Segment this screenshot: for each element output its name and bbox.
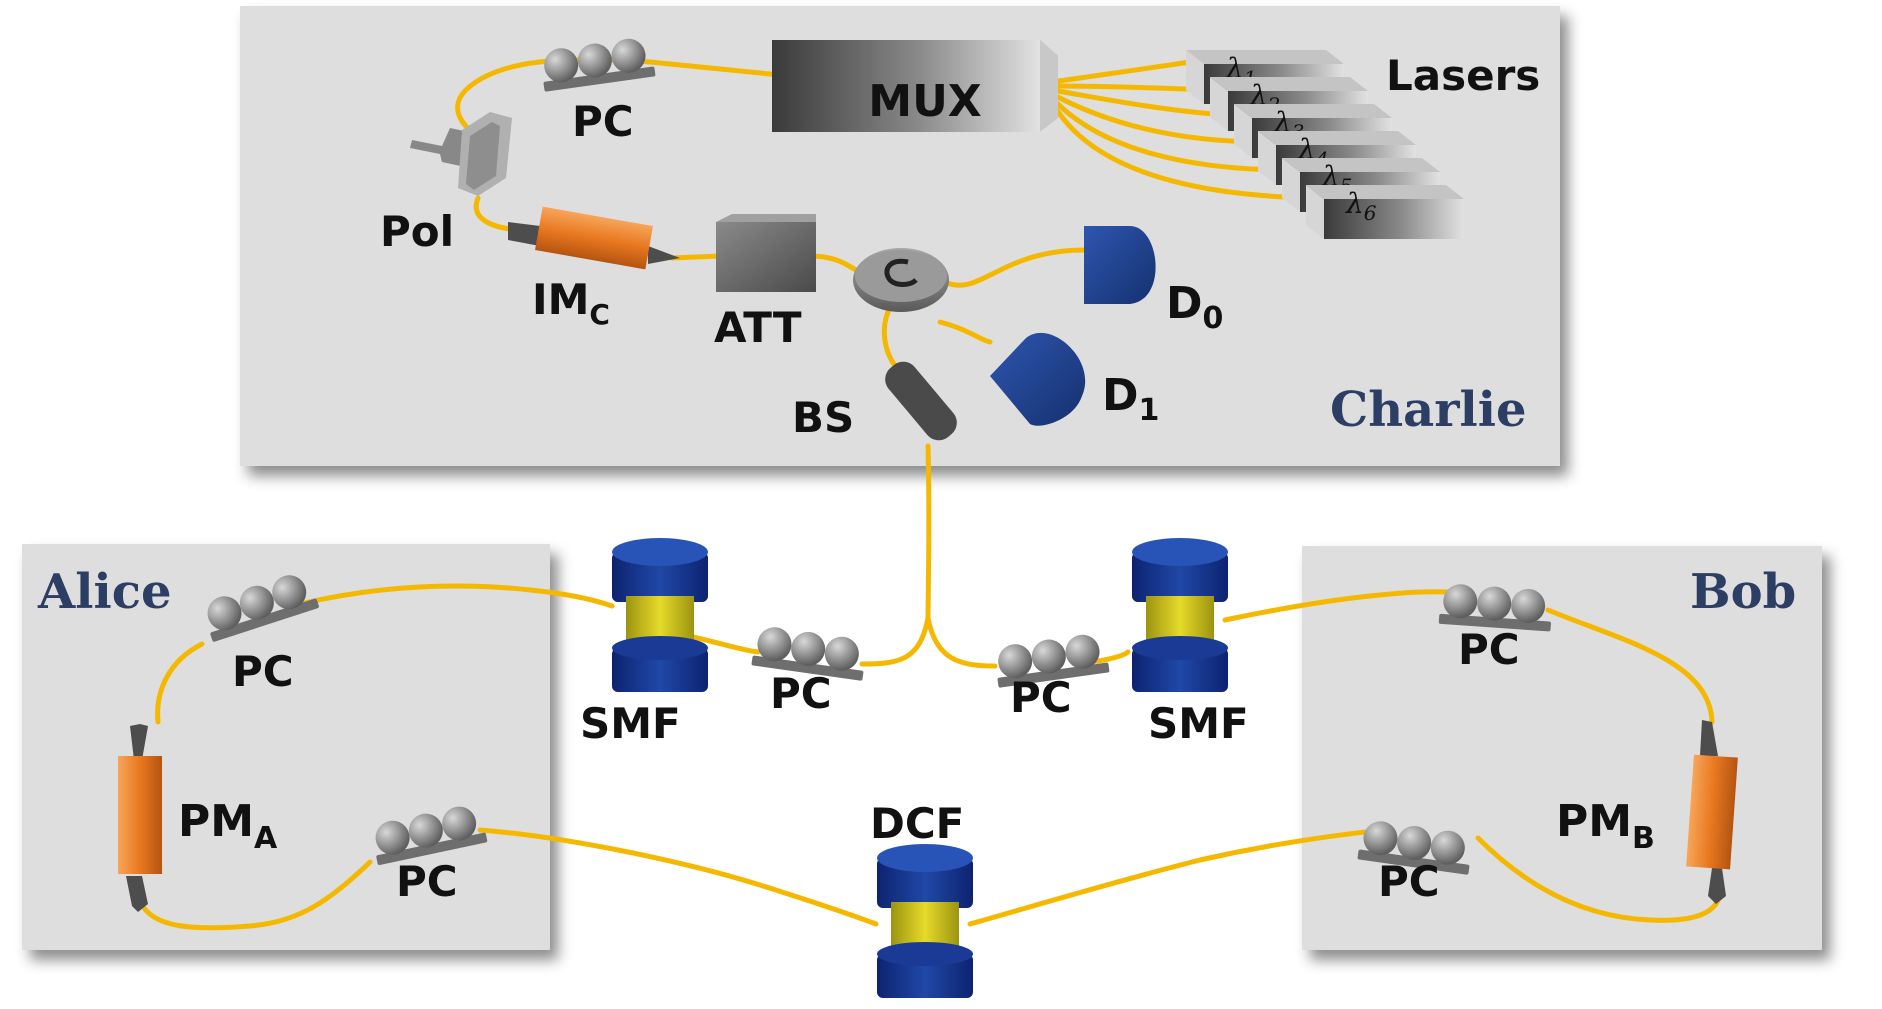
- pc-paddle: [757, 627, 792, 662]
- pol-label: Pol: [380, 207, 454, 256]
- dcf-label: DCF: [870, 799, 964, 848]
- laser-stack: λ1λ2λ3λ4λ5λ6: [1186, 50, 1464, 239]
- mux-label: MUX: [868, 76, 982, 127]
- att-label: ATT: [714, 303, 802, 352]
- pc-plate: [751, 655, 864, 681]
- pc-middle-right: PC: [997, 634, 1110, 722]
- pc-middle-left: PC: [751, 627, 864, 718]
- pc-middle-right-label: PC: [1010, 673, 1072, 722]
- pc-alice-top: PC: [207, 575, 319, 696]
- charlie-title: Charlie: [1330, 382, 1527, 438]
- pc-paddle: [611, 38, 646, 73]
- spool-cap-top-face: [1132, 538, 1228, 566]
- pc-paddle: [791, 632, 826, 667]
- laser-box-6: [1306, 185, 1464, 239]
- beam-splitter: BS: [792, 361, 957, 442]
- pm-a-label: PMA: [178, 796, 278, 856]
- mux-box: MUX: [772, 40, 1058, 132]
- spool-cap-top: [877, 858, 973, 908]
- pc-plate: [1357, 849, 1470, 875]
- bob-title: Bob: [1690, 564, 1796, 620]
- smf-right-label: SMF: [1148, 699, 1249, 748]
- spool-cap-bottom-face: [1132, 636, 1228, 660]
- detector-d1: D1: [990, 332, 1159, 428]
- alice-title: Alice: [37, 564, 171, 620]
- pc-alice-top-label: PC: [232, 647, 294, 696]
- pc-plate: [543, 66, 656, 92]
- pc-paddle: [824, 636, 859, 671]
- d0-label: D0: [1166, 278, 1223, 336]
- circulator: [853, 248, 949, 312]
- pc-charlie-label: PC: [572, 97, 634, 146]
- pc-paddle: [1443, 584, 1478, 619]
- d1-label: D1: [1102, 370, 1159, 428]
- pc-paddle: [577, 43, 612, 78]
- pc-paddle: [1477, 586, 1512, 621]
- pc-paddle: [239, 585, 274, 620]
- pc-middle-left-label: PC: [770, 669, 832, 718]
- pc-plate: [997, 662, 1110, 688]
- spool-cap-bottom: [1132, 648, 1228, 692]
- smf-spool-left: [612, 538, 708, 692]
- pc-paddle: [207, 596, 242, 631]
- phase-modulator-a: PMA: [118, 724, 278, 912]
- pc-bob-bottom: PC: [1357, 821, 1470, 906]
- pc-bob-top-label: PC: [1458, 625, 1520, 674]
- spool-cap-bottom-face: [877, 942, 973, 966]
- bs-label: BS: [792, 393, 854, 442]
- dcf-spool: [877, 844, 973, 998]
- smf-spool-right: [1132, 538, 1228, 692]
- pc-paddle: [998, 644, 1033, 679]
- intensity-modulator: IMC: [508, 206, 680, 331]
- pc-bob-bottom-label: PC: [1378, 857, 1440, 906]
- im-label: IMC: [532, 275, 610, 331]
- wavelength-label-6: λ6: [1345, 187, 1377, 225]
- pc-paddle: [1397, 826, 1432, 861]
- circulator-arrow-icon: [884, 258, 918, 287]
- pc-plate: [1438, 613, 1551, 632]
- pc-charlie: PC: [543, 38, 656, 146]
- pc-paddle: [272, 575, 307, 610]
- spool-cap-bottom: [877, 954, 973, 998]
- pc-paddle: [1065, 634, 1100, 669]
- spool-cap-bottom-face: [612, 636, 708, 660]
- polarizer: Pol: [380, 112, 512, 256]
- smf-left-label: SMF: [580, 699, 681, 748]
- pc-paddle: [1430, 830, 1465, 865]
- fibers: [137, 57, 1723, 931]
- pc-bob-top: PC: [1438, 584, 1551, 674]
- spool-cap-top-face: [612, 538, 708, 566]
- spool-cap-top: [1132, 552, 1228, 602]
- spool-cap-top-face: [877, 844, 973, 872]
- pc-plate: [376, 832, 488, 865]
- phase-modulator-b: PMB: [1556, 720, 1738, 904]
- pc-paddle: [442, 806, 477, 841]
- spool-cap-top: [612, 552, 708, 602]
- pc-alice-bottom: PC: [375, 806, 488, 906]
- pc-paddle: [1363, 821, 1398, 856]
- pm-b-label: PMB: [1556, 796, 1655, 856]
- pc-paddle: [1031, 639, 1066, 674]
- attenuator: ATT: [714, 214, 816, 352]
- spool-cap-bottom: [612, 648, 708, 692]
- pc-paddle: [408, 813, 443, 848]
- pc-alice-bottom-label: PC: [396, 857, 458, 906]
- detector-d0: D0: [1084, 226, 1223, 336]
- pc-paddle: [544, 48, 579, 83]
- lasers-label: Lasers: [1386, 51, 1540, 100]
- pc-paddle: [375, 820, 410, 855]
- pc-paddle: [1511, 588, 1546, 623]
- pc-plate: [210, 598, 319, 642]
